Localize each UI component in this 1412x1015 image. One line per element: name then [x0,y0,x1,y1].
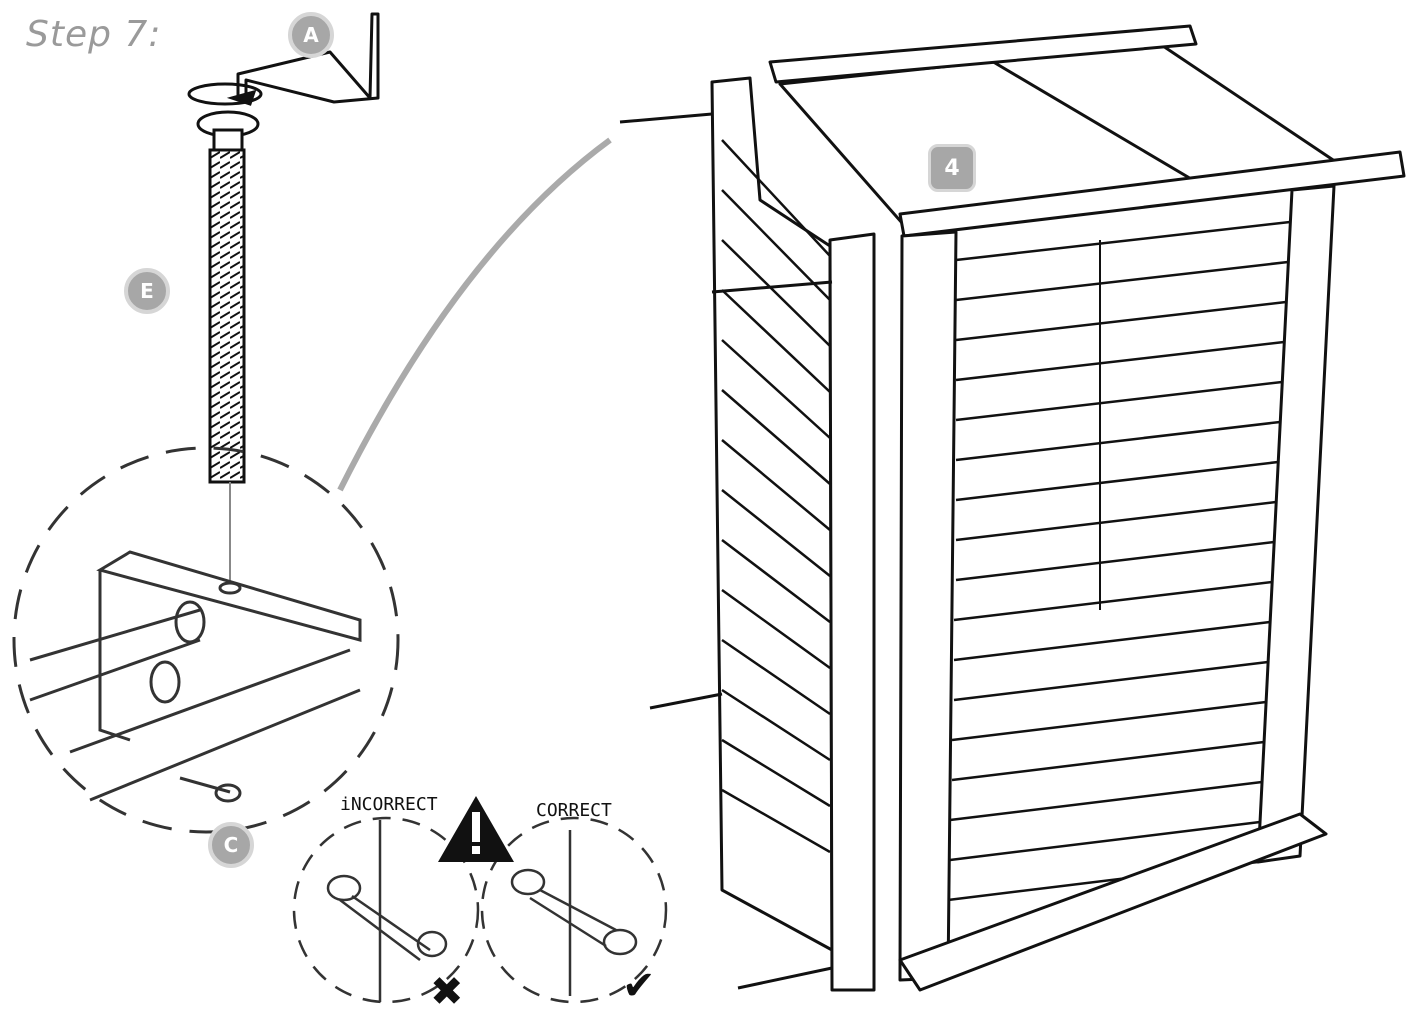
correct-circle [480,816,668,1004]
step-title: Step 7: [26,14,162,55]
cabinet [710,24,1406,992]
rotation-arrow-icon [187,82,263,106]
correct-check-icon: ✔ [622,963,656,1009]
correct-label: CORRECT [536,800,612,821]
screws [619,112,833,990]
incorrect-x-icon: ✖ [430,969,464,1015]
part-badge-c: C [208,822,254,868]
panel-badge-4: 4 [928,144,976,192]
part-badge-e: E [124,268,170,314]
part-badge-a: A [288,12,334,58]
warning-icon [438,796,514,862]
bolt [196,110,260,484]
allen-wrench [236,12,380,104]
incorrect-label: iNCORRECT [340,794,438,815]
detail-zoom-circle [12,137,612,834]
incorrect-circle [292,816,480,1004]
